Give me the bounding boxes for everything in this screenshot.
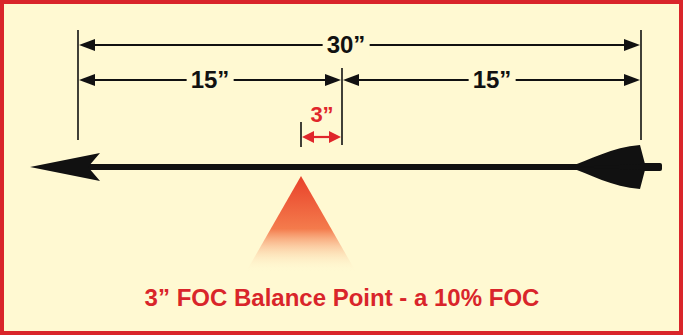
extension-lines bbox=[78, 30, 641, 145]
dimension-label: 30” bbox=[323, 32, 370, 57]
arrow-shaft bbox=[30, 145, 662, 189]
fletching-vane bbox=[568, 167, 645, 189]
dimension-label: 15” bbox=[469, 67, 516, 92]
foc-dimension-label: 3” bbox=[306, 103, 337, 126]
extension-line bbox=[300, 122, 302, 147]
fletching-vane bbox=[568, 145, 645, 167]
caption: 3” FOC Balance Point - a 10% FOC bbox=[141, 285, 544, 310]
arrow-nock bbox=[640, 163, 662, 171]
balance-fulcrum bbox=[246, 176, 356, 272]
arrow-point bbox=[30, 153, 100, 181]
dimension-label: 15” bbox=[187, 67, 234, 92]
foc-dimension-line bbox=[302, 131, 341, 143]
